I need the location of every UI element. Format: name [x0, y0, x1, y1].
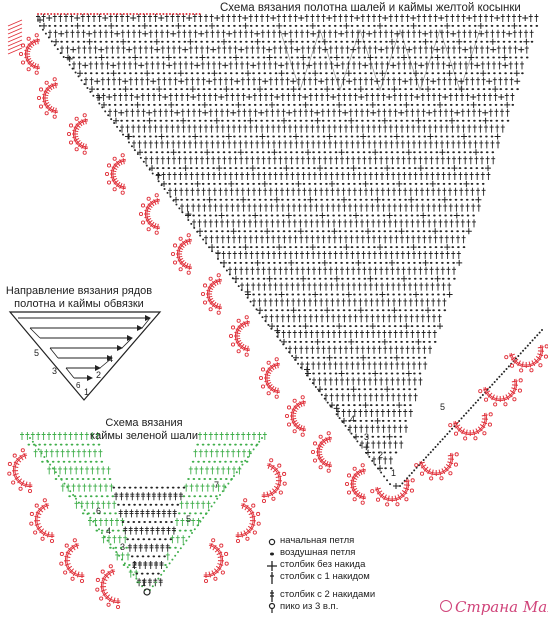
single-crochet-icon: [267, 561, 277, 571]
row-marker: 5: [186, 514, 191, 524]
border-scallop: [59, 538, 85, 584]
border-scallop: [18, 33, 41, 75]
border-scallop: [29, 498, 55, 544]
border-scallop: [414, 452, 459, 481]
legend-label: столбик с 2 накидами: [280, 589, 376, 600]
watermark: Страна Мам: [440, 598, 548, 616]
border-scallop: [104, 153, 127, 195]
row-marker: 2: [132, 560, 137, 570]
logo-icon: [440, 600, 452, 612]
border-scallop: [478, 378, 523, 407]
border-scallop: [138, 193, 161, 235]
chain-stitch-icon: [270, 552, 274, 556]
legend-label: воздушная петля: [280, 547, 356, 558]
border-scallop: [370, 478, 415, 507]
row-marker: 5: [34, 348, 39, 358]
yellow-shawl-body-grid: [36, 13, 539, 472]
row-marker: 5: [440, 402, 445, 412]
row-marker: 4: [108, 354, 113, 364]
picot-icon: [268, 602, 276, 613]
border-scallop: [7, 448, 33, 494]
yellow-shawl-edge-line: [37, 17, 543, 489]
row-marker: 1: [141, 578, 146, 588]
row-marker: 2: [378, 450, 383, 460]
border-scallop: [95, 564, 121, 610]
border-scallop: [203, 538, 229, 584]
top-red-dots: [37, 13, 201, 15]
border-scallop: [448, 412, 493, 441]
row-marker: 1: [84, 387, 89, 397]
row-marker: 3: [364, 432, 369, 442]
legend-label: столбик с 1 накидом: [280, 571, 370, 582]
legend-label: пико из 3 в.п.: [280, 601, 339, 612]
yellow-chart-title: Схема вязания полотна шалей и каймы желт…: [220, 2, 521, 14]
green-shawl-red-border: [7, 448, 287, 610]
border-scallop: [170, 233, 193, 275]
border-scallop: [66, 113, 89, 155]
border-scallop: [228, 315, 251, 357]
border-scallop: [310, 431, 333, 473]
border-scallop: [235, 498, 261, 544]
green-chart-title: Схема вязания каймы зеленой шали: [90, 417, 198, 442]
border-scallop: [258, 357, 281, 399]
border-scallop: [284, 395, 307, 437]
border-scallop: [261, 458, 287, 504]
border-scallop: [36, 77, 59, 119]
row-marker: 2: [96, 370, 101, 380]
row-marker: 1: [391, 468, 396, 478]
legend-label: столбик без накида: [280, 559, 366, 570]
border-scallop: [200, 273, 223, 315]
legend-label: начальная петля: [280, 535, 355, 546]
chain-start-icon: [268, 538, 276, 546]
row-direction-diagram: [8, 311, 162, 401]
row-marker: 7: [214, 480, 219, 490]
border-scallop: [504, 344, 548, 373]
green-shawl-border-grid: [20, 432, 267, 596]
direction-title: Направление вязания рядов полотна и кайм…: [5, 285, 153, 310]
treble-crochet-icon: [270, 590, 274, 602]
pineapple-motif-lines: [279, 29, 481, 91]
row-marker: 3: [52, 366, 57, 376]
border-scallop: [344, 463, 367, 505]
row-marker: 3: [120, 542, 125, 552]
double-crochet-icon: [270, 572, 274, 584]
row-marker: 4: [350, 414, 355, 424]
yellow-shawl-red-border: [7, 19, 548, 507]
watermark-text: Страна Мам: [455, 598, 548, 616]
row-marker: 6: [96, 506, 101, 516]
row-marker: 6: [76, 381, 81, 390]
row-marker: 4: [106, 526, 111, 536]
